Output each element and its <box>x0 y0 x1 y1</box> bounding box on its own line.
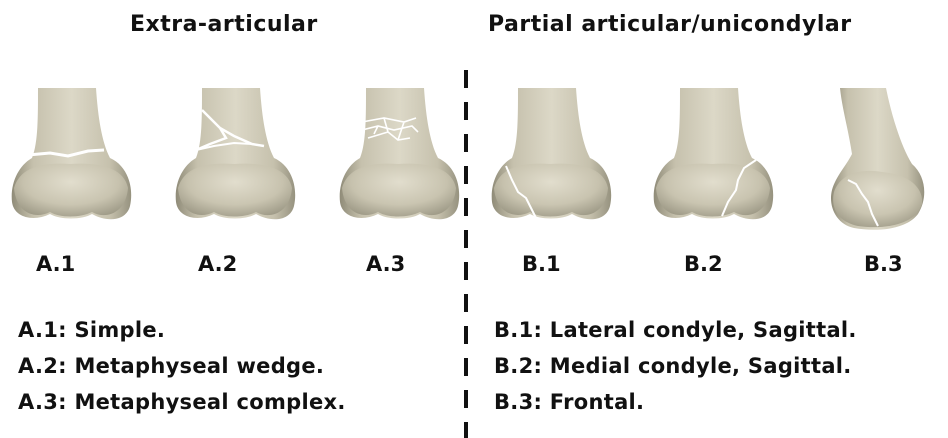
description-a3: A.3: Metaphyseal complex. <box>18 390 346 414</box>
description-b2: B.2: Medial condyle, Sagittal. <box>494 354 852 378</box>
figure-label-b1: B.1 <box>522 252 561 276</box>
femur-wedge-fracture-icon <box>174 88 296 223</box>
figure-label-a3: A.3 <box>366 252 405 276</box>
femur-complex-fracture-icon <box>338 88 460 223</box>
femur-simple-fracture-icon <box>10 88 132 223</box>
section-divider <box>454 70 478 438</box>
figure-label-a2: A.2 <box>198 252 237 276</box>
description-b3: B.3: Frontal. <box>494 390 644 414</box>
figure-label-a1: A.1 <box>36 252 75 276</box>
figure-label-b3: B.3 <box>864 252 903 276</box>
description-b1: B.1: Lateral condyle, Sagittal. <box>494 318 857 342</box>
header-extra-articular: Extra-articular <box>130 12 318 37</box>
femur-lateral-condyle-fracture-icon <box>490 88 612 223</box>
header-partial-articular: Partial articular/unicondylar <box>488 12 852 37</box>
figure-label-b2: B.2 <box>684 252 723 276</box>
femur-medial-condyle-fracture-icon <box>652 88 774 223</box>
description-a2: A.2: Metaphyseal wedge. <box>18 354 324 378</box>
femur-frontal-fracture-icon <box>826 88 930 233</box>
description-a1: A.1: Simple. <box>18 318 165 342</box>
